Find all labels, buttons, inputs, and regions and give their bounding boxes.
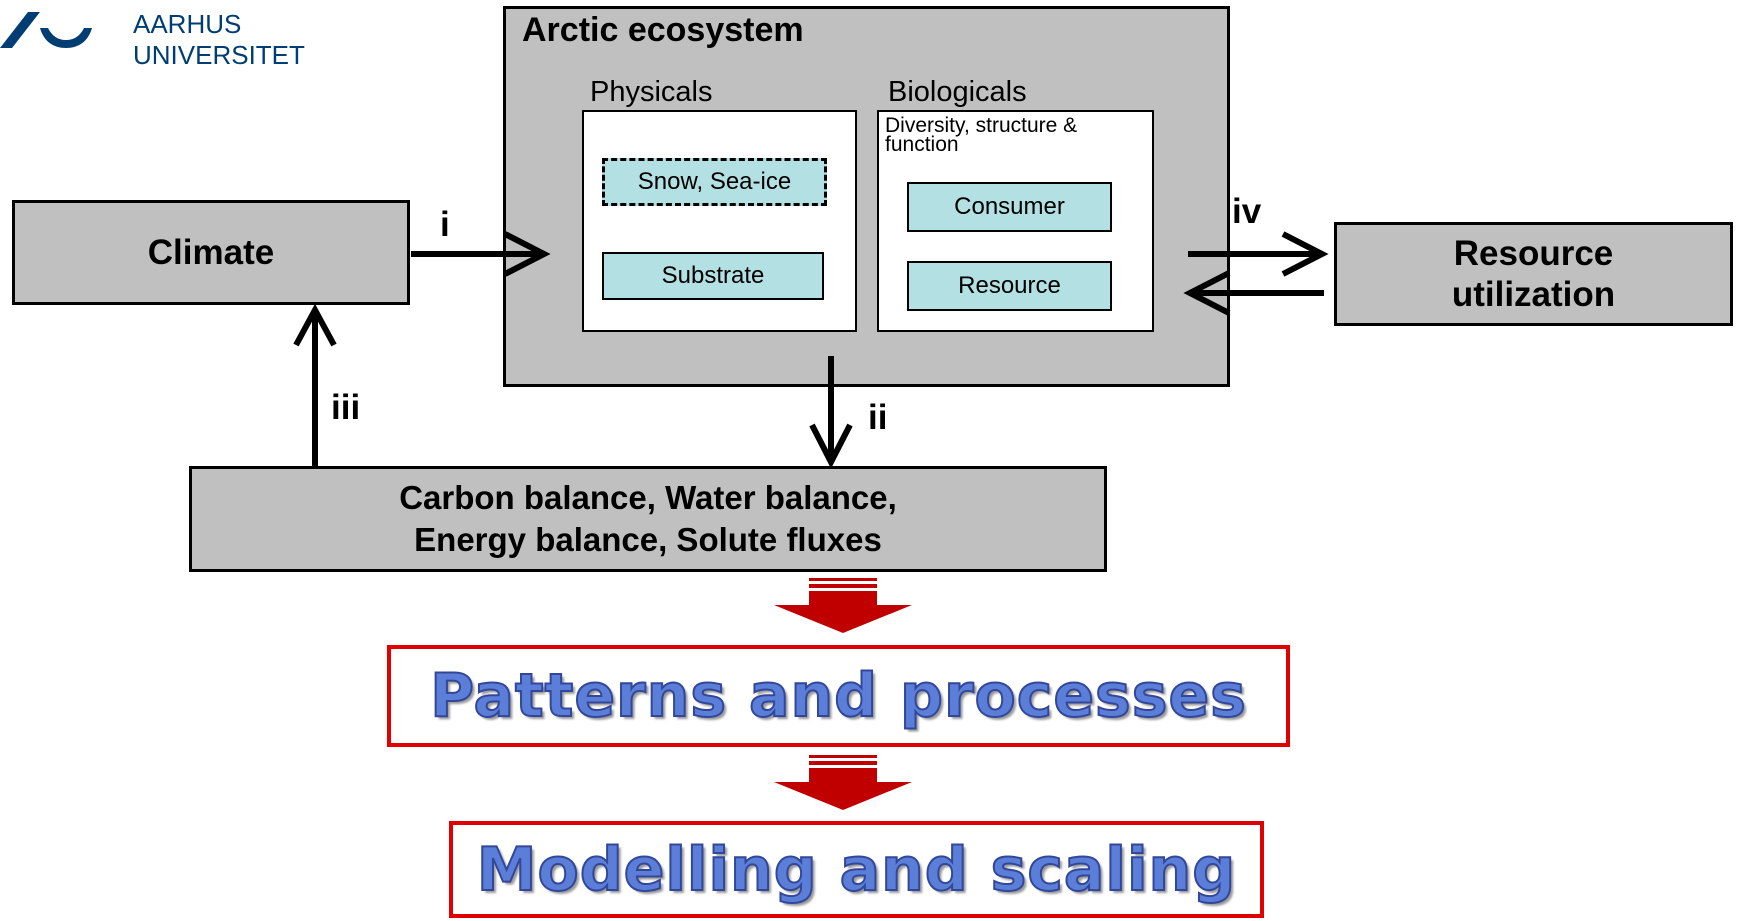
resource-utilization-line-1: Resource: [1453, 234, 1614, 273]
climate-box: Climate: [12, 200, 410, 305]
resource-box: Resource: [907, 261, 1112, 311]
resource-utilization-line-2: utilization: [1451, 275, 1616, 314]
logo-line-1: AARHUS: [133, 9, 242, 39]
balances-box: Carbon balance, Water balance, Energy ba…: [189, 466, 1107, 572]
edge-label-iv: iv: [1232, 192, 1262, 231]
edge-label-iii: iii: [331, 388, 361, 427]
arrow-iii: [293, 303, 337, 466]
arrow-ii: [809, 356, 853, 469]
edge-label-i: i: [440, 205, 450, 244]
modelling-scaling-box: Modelling and scaling: [449, 821, 1264, 918]
arrow-iv-in: [1183, 270, 1324, 316]
logo-mark-icon: [0, 12, 92, 48]
arctic-ecosystem-title: Arctic ecosystem: [522, 11, 804, 49]
red-arrow-1: [774, 578, 912, 633]
snow-sea-ice-box: Snow, Sea-ice: [602, 158, 827, 206]
arrow-i: [411, 231, 551, 277]
aarhus-universitet-logo: AARHUS UNIVERSITET: [133, 9, 305, 71]
substrate-box: Substrate: [602, 252, 824, 300]
consumer-box: Consumer: [907, 182, 1112, 232]
physicals-label: Physicals: [590, 76, 713, 108]
edge-label-ii: ii: [868, 398, 888, 437]
balances-line-1: Carbon balance, Water balance,: [399, 479, 897, 516]
red-arrow-2: [774, 755, 912, 810]
logo-line-2: UNIVERSITET: [133, 40, 305, 70]
balances-line-2: Energy balance, Solute fluxes: [414, 521, 882, 558]
arrow-iv-out: [1188, 231, 1329, 277]
resource-utilization-box: Resource utilization: [1334, 222, 1733, 326]
patterns-processes-text: Patterns and processes: [429, 660, 1247, 732]
modelling-scaling-text: Modelling and scaling: [476, 834, 1237, 906]
biologicals-label: Biologicals: [888, 76, 1027, 108]
patterns-processes-box: Patterns and processes: [387, 645, 1290, 747]
biologicals-description: Diversity, structure & function: [885, 114, 1078, 156]
